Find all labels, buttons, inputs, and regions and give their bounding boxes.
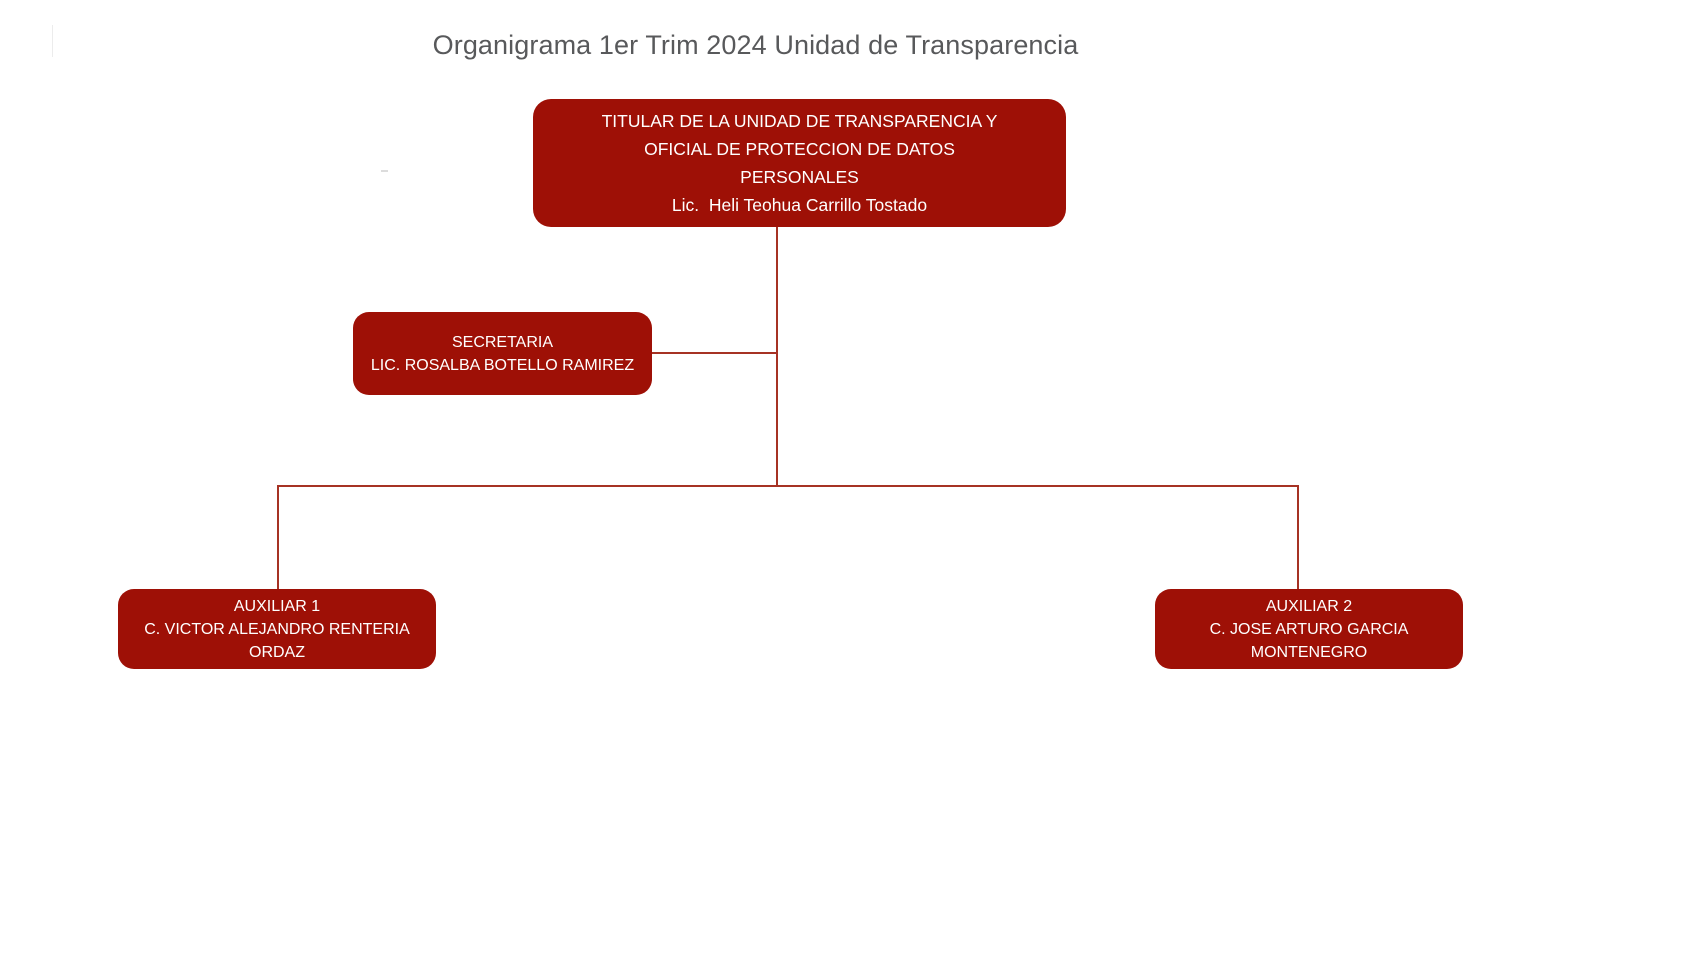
artifact-mark-left — [52, 25, 53, 57]
connector-secretaria-branch — [651, 352, 777, 354]
org-node-auxiliar-2-line-3: MONTENEGRO — [1250, 643, 1368, 661]
org-node-auxiliar-2-line-1: AUXILIAR 2 — [1265, 597, 1353, 615]
artifact-mark-dash — [381, 170, 388, 172]
org-node-titular-line-4: Lic. Heli Teohua Carrillo Tostado — [671, 195, 928, 215]
org-node-auxiliar-2-line-2: C. JOSE ARTURO GARCIA — [1209, 620, 1409, 638]
org-node-auxiliar-1-line-3: ORDAZ — [249, 643, 305, 661]
org-node-auxiliar-2[interactable]: AUXILIAR 2 C. JOSE ARTURO GARCIA MONTENE… — [1155, 589, 1463, 669]
org-node-titular-line-3: PERSONALES — [740, 167, 859, 187]
org-node-auxiliar-1[interactable]: AUXILIAR 1 C. VICTOR ALEJANDRO RENTERIA … — [118, 589, 436, 669]
org-node-titular-line-2: OFICIAL DE PROTECCION DE DATOS — [644, 139, 955, 159]
org-node-auxiliar-1-line-1: AUXILIAR 1 — [233, 597, 321, 615]
connector-auxiliar-2-drop — [1297, 485, 1299, 590]
org-node-secretaria-line-1: SECRETARIA — [451, 333, 554, 351]
org-node-titular[interactable]: TITULAR DE LA UNIDAD DE TRANSPARENCIA Y … — [533, 99, 1066, 227]
connector-auxiliar-1-drop — [277, 485, 279, 590]
connector-titular-trunk — [776, 227, 778, 486]
page-title: Organigrama 1er Trim 2024 Unidad de Tran… — [432, 30, 1079, 60]
org-node-auxiliar-1-line-2: C. VICTOR ALEJANDRO RENTERIA — [144, 620, 410, 638]
connector-auxiliares-bus — [277, 485, 1299, 487]
org-node-secretaria-line-2: LIC. ROSALBA BOTELLO RAMIREZ — [370, 356, 635, 374]
org-node-secretaria[interactable]: SECRETARIA LIC. ROSALBA BOTELLO RAMIREZ — [353, 312, 652, 395]
org-node-titular-line-1: TITULAR DE LA UNIDAD DE TRANSPARENCIA Y — [601, 111, 998, 131]
